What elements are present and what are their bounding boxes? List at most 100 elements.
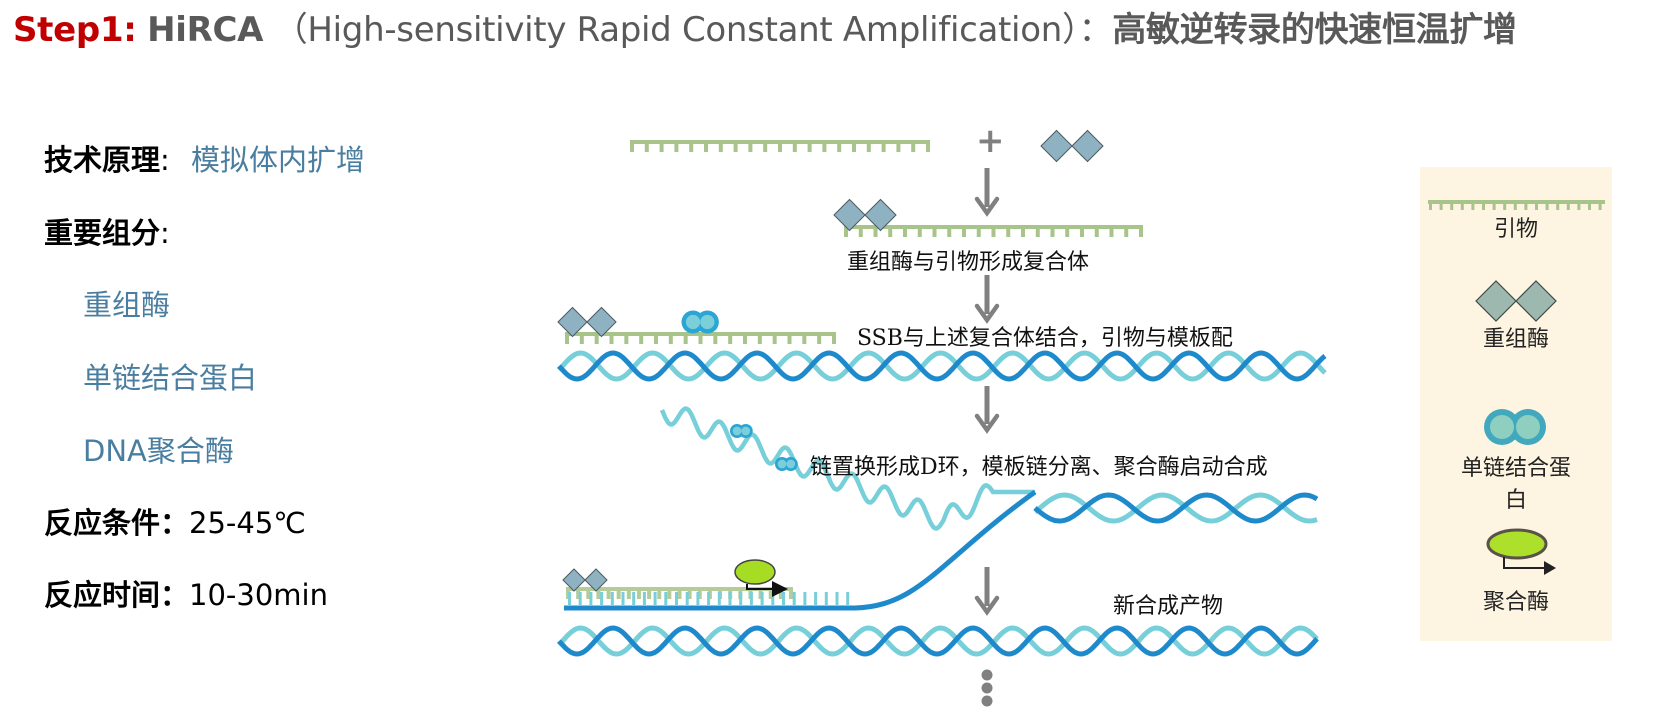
primer-base xyxy=(689,143,694,152)
polymerase-arrow-head xyxy=(1544,561,1556,575)
recombinase-icon xyxy=(1475,280,1557,322)
primer-base xyxy=(1556,203,1560,210)
condition-value: 25-45℃ xyxy=(189,506,306,540)
new-strand-base xyxy=(749,592,753,605)
primer-base xyxy=(852,143,856,152)
primer-base xyxy=(644,143,649,152)
primer xyxy=(565,332,836,344)
title-step: Step1: xyxy=(13,10,137,50)
primer xyxy=(630,140,930,152)
recombinase-diamond xyxy=(1475,280,1517,322)
dna-helix xyxy=(1033,492,1319,524)
primer-base xyxy=(1439,203,1443,210)
polymerase-icon xyxy=(734,559,788,597)
arrow-group xyxy=(974,168,1000,707)
ssb-inner xyxy=(777,459,787,469)
primer-base xyxy=(917,228,922,237)
legend-label-primer: 引物 xyxy=(1493,217,1538,242)
arrow-shaft xyxy=(984,567,990,606)
ssb-inner xyxy=(741,426,751,436)
new-strand-base xyxy=(600,592,604,605)
new-strand-base xyxy=(568,592,571,605)
primer-base xyxy=(1429,203,1432,210)
dna-strand-light xyxy=(1033,492,1318,524)
primer-base xyxy=(888,228,893,237)
primer-base xyxy=(630,143,634,152)
template-strand xyxy=(564,489,1037,611)
title-chinese-name: 高敏逆转录的快速恒温扩增 xyxy=(1112,10,1517,50)
primer-base xyxy=(991,228,996,237)
primer-base xyxy=(576,590,581,599)
primer-base xyxy=(1450,203,1454,210)
primer-base xyxy=(657,590,662,599)
primer-base xyxy=(1598,203,1602,210)
primer-base xyxy=(1524,203,1528,210)
arrow-shaft xyxy=(984,386,990,424)
new-strand-base xyxy=(782,592,785,605)
polymerase-body xyxy=(1486,528,1548,560)
new-strand-base xyxy=(707,592,711,605)
primer-base xyxy=(873,228,878,237)
primer-base xyxy=(926,143,930,152)
primer-base xyxy=(1021,228,1025,237)
new-strand-base xyxy=(589,592,593,605)
primer-base xyxy=(1094,228,1099,237)
template-strand-path xyxy=(564,489,1037,611)
primer-base xyxy=(733,143,738,152)
process-arrow xyxy=(974,168,1000,217)
legend-label-ssb-line2: 白 xyxy=(1504,488,1527,513)
time-row: 反应时间：10-30min xyxy=(44,575,328,615)
new-strand-base xyxy=(642,592,646,605)
new-strand-base xyxy=(675,592,678,605)
new-strand-base xyxy=(846,592,850,605)
primer-backbone xyxy=(565,332,836,336)
arrow-shaft xyxy=(984,168,990,207)
new-strand-base xyxy=(814,592,818,605)
primer-base xyxy=(772,335,777,344)
primer-backbone xyxy=(1428,200,1605,204)
primer-base xyxy=(903,228,907,237)
recombinase-icon xyxy=(1040,129,1104,163)
dna-strand-dark xyxy=(1033,492,1319,524)
primer-backbone xyxy=(630,140,930,144)
primer-base xyxy=(896,143,901,152)
process-arrow xyxy=(974,567,1000,616)
primer-base xyxy=(1482,203,1485,210)
recombinase-diamond xyxy=(584,568,608,592)
primer-base xyxy=(1566,203,1570,210)
condition-label: 反应条件： xyxy=(44,506,190,540)
primer-base xyxy=(817,335,822,344)
ssb-inner xyxy=(1490,415,1514,439)
primer-base xyxy=(677,590,682,599)
primer-base xyxy=(674,143,679,152)
new-strand-base xyxy=(664,592,668,605)
primer-base xyxy=(768,590,773,599)
primer-base xyxy=(962,228,966,237)
primer-base xyxy=(668,335,673,344)
primer-base xyxy=(792,143,797,152)
new-strand-base xyxy=(610,592,614,605)
primer-base xyxy=(713,335,718,344)
polymerase-body xyxy=(734,559,776,585)
primer-base xyxy=(647,590,652,599)
primer-base xyxy=(832,335,836,344)
primer-base xyxy=(697,590,702,599)
new-strand-base xyxy=(653,592,657,605)
dna-strand-dark xyxy=(557,625,1319,657)
plus-symbol: + xyxy=(976,121,1005,161)
polymerase-icon xyxy=(1486,528,1556,575)
primer-backbone xyxy=(566,587,793,591)
dna-helix xyxy=(557,350,1327,382)
new-strand-base xyxy=(803,592,807,605)
primer-base xyxy=(822,143,827,152)
principle-colon: : xyxy=(160,143,170,177)
primer-base xyxy=(1006,228,1011,237)
new-strand-base xyxy=(578,592,582,605)
primer-base xyxy=(636,590,641,599)
primer-base xyxy=(1139,228,1143,237)
condition-row: 反应条件：25-45℃ xyxy=(44,503,306,543)
primer-base xyxy=(594,335,599,344)
primer-base xyxy=(639,335,644,344)
ssb-inner xyxy=(732,426,742,436)
primer-base xyxy=(1460,203,1464,210)
